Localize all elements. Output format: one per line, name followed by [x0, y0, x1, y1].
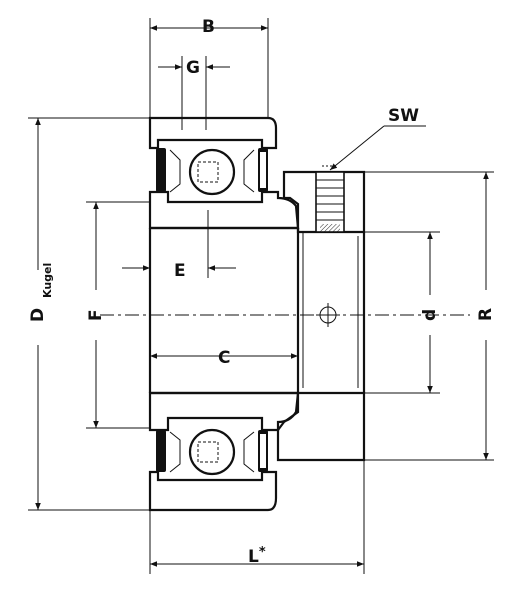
- bore: [148, 226, 304, 395]
- label-d: d: [420, 309, 440, 321]
- label-l: L*: [248, 545, 266, 567]
- label-kugel: Kugel: [41, 263, 54, 298]
- label-g: G: [186, 58, 200, 78]
- locking-collar: [276, 165, 366, 462]
- bearing-top-section: [148, 116, 300, 230]
- label-l-main: L: [248, 547, 259, 567]
- label-d-kugel: D: [28, 308, 48, 322]
- label-c: C: [218, 348, 230, 368]
- label-f: F: [86, 309, 106, 321]
- bearing-bottom-section: [148, 391, 300, 512]
- label-sw: SW: [388, 106, 419, 126]
- label-r: R: [476, 308, 496, 321]
- dimension-lines: [28, 18, 494, 574]
- dimension-labels: B G SW D Kugel F E C d R L*: [28, 17, 496, 567]
- label-l-star: *: [259, 545, 266, 560]
- label-b: B: [202, 17, 215, 37]
- label-e: E: [174, 261, 186, 281]
